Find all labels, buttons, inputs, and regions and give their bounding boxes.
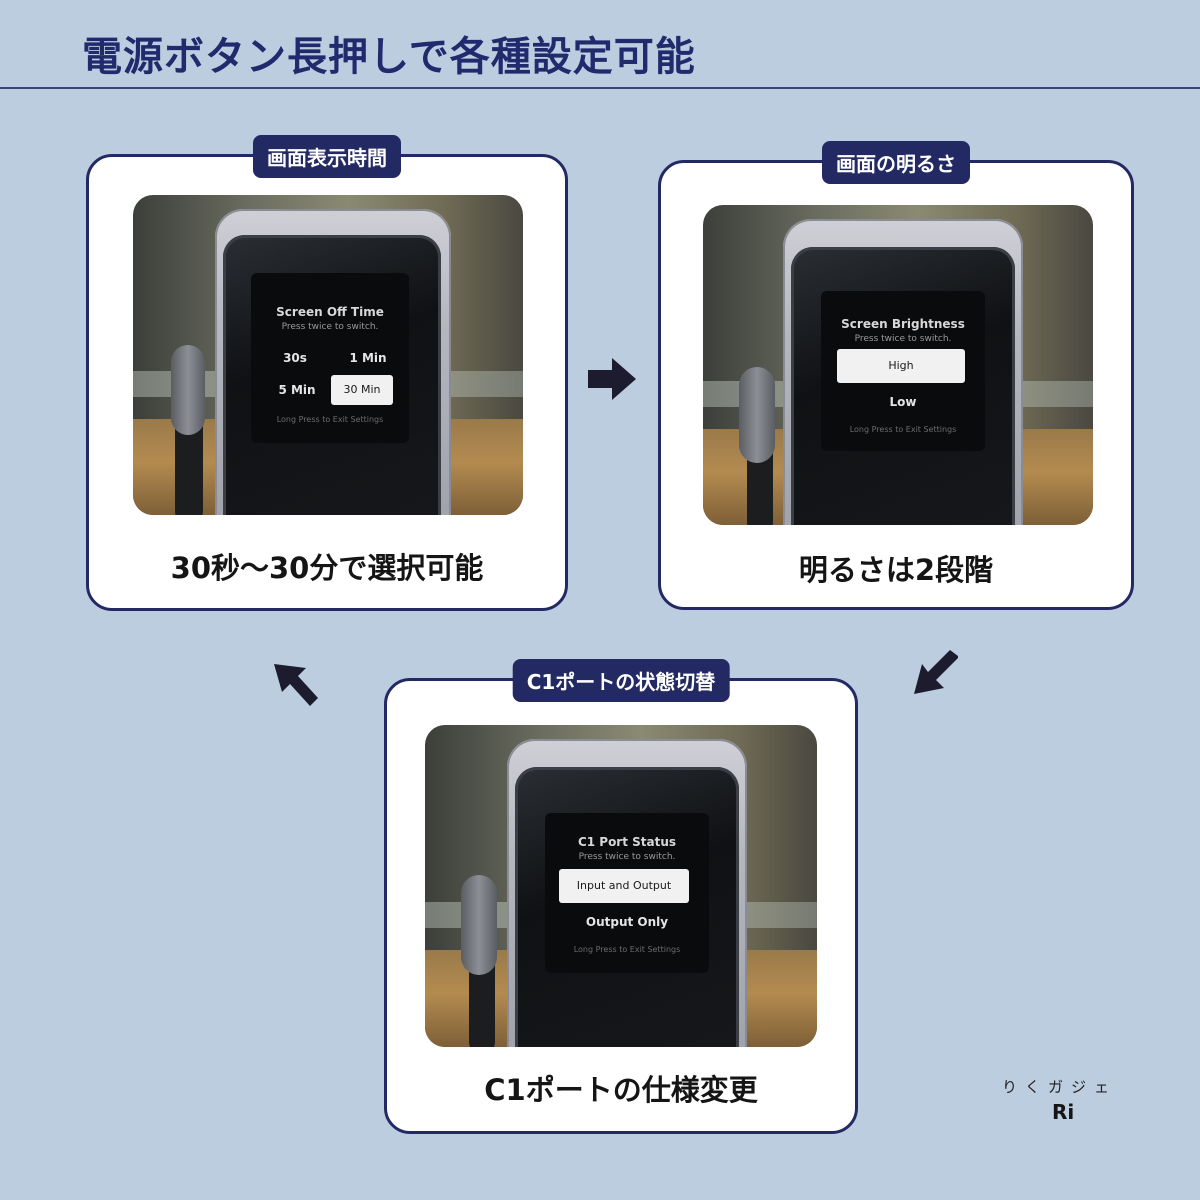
option-1-min: 1 Min: [349, 351, 387, 365]
card-label: C1ポートの状態切替: [512, 659, 730, 702]
card-screen-brightness: 画面の明るさ Screen Brightness Press twice to …: [658, 141, 1134, 610]
arrow-up-left-icon: [274, 664, 318, 706]
display-title: C1 Port Status: [577, 835, 677, 849]
brand-kana: りくガジェ: [1002, 1078, 1118, 1096]
display-title: Screen Brightness: [841, 317, 965, 331]
device-display: C1 Port Status Press twice to switch. In…: [545, 813, 709, 973]
device-photo: Screen Brightness Press twice to switch.…: [703, 205, 1093, 525]
header-divider: [0, 87, 1200, 89]
card-caption: C1ポートの仕様変更: [484, 1073, 758, 1107]
card-label: 画面表示時間: [253, 135, 401, 178]
option-output-only: Output Only: [585, 915, 669, 929]
card-label: 画面の明るさ: [822, 141, 970, 184]
card-c1-port-status: C1ポートの状態切替 C1 Port Status Press twice to…: [384, 659, 858, 1134]
display-footer: Long Press to Exit Settings: [849, 425, 957, 434]
page-title: 電源ボタン長押しで各種設定可能: [82, 34, 696, 80]
device-photo: Screen Off Time Press twice to switch. 3…: [133, 195, 523, 515]
device-display: Screen Off Time Press twice to switch. 3…: [251, 273, 409, 443]
device-photo: C1 Port Status Press twice to switch. In…: [425, 725, 817, 1047]
option-low: Low: [889, 395, 917, 409]
arrow-down-left-icon: [914, 650, 958, 694]
selected-option: 30 Min: [331, 375, 393, 405]
brand-logo: Ri: [1052, 1100, 1075, 1124]
card-caption: 明るさは2段階: [798, 553, 994, 587]
card-screen-off-time: 画面表示時間 Screen Off Time Press twice to sw…: [86, 135, 568, 611]
display-footer: Long Press to Exit Settings: [573, 945, 681, 954]
display-title: Screen Off Time: [276, 305, 384, 319]
option-30s: 30s: [283, 351, 307, 365]
device-display: Screen Brightness Press twice to switch.…: [821, 291, 985, 451]
card-caption: 30秒〜30分で選択可能: [170, 551, 484, 585]
arrow-right-icon: [588, 358, 636, 400]
display-footer: Long Press to Exit Settings: [276, 415, 384, 424]
option-5-min: 5 Min: [278, 383, 316, 397]
display-subtitle: Press twice to switch.: [854, 334, 952, 344]
display-subtitle: Press twice to switch.: [578, 852, 676, 862]
display-subtitle: Press twice to switch.: [281, 322, 379, 332]
selected-option: High: [837, 349, 965, 383]
selected-option: Input and Output: [559, 869, 689, 903]
